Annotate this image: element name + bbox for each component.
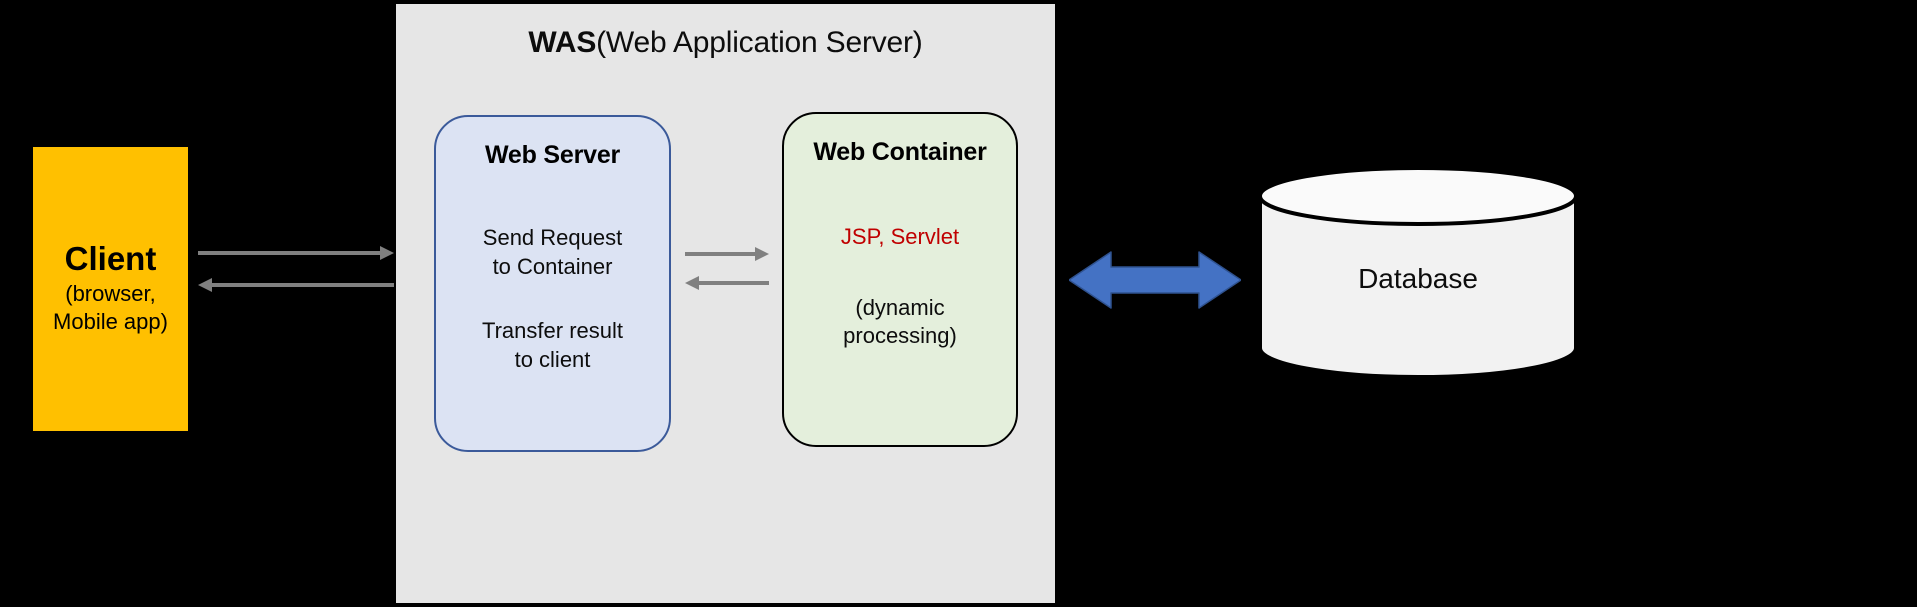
web-server-request-line1: Send Request	[482, 225, 623, 250]
arrow-shaft	[212, 283, 394, 287]
arrow-head-right	[755, 247, 769, 261]
was-title: WAS(Web Application Server)	[396, 26, 1055, 60]
web-container-text-dynamic: (dynamic processing)	[843, 294, 957, 351]
client-subtitle-line2: Mobile app)	[53, 309, 168, 335]
web-server-title: Web Server	[484, 141, 621, 169]
arrow-head-right	[380, 246, 394, 260]
web-server-box[interactable]: Web Server Send Request to Container Tra…	[434, 115, 671, 452]
web-container-tech: JSP, Servlet	[840, 224, 960, 249]
arrow-was-to-database-icon	[1069, 249, 1241, 311]
database-cylinder-icon	[1257, 166, 1579, 378]
web-container-box[interactable]: Web Container JSP, Servlet (dynamic proc…	[782, 112, 1018, 447]
arrow-shaft	[198, 251, 380, 255]
web-server-transfer-line1: Transfer result	[481, 318, 623, 344]
arrow-container-to-web-server-icon	[685, 276, 769, 290]
arrow-shaft	[685, 252, 755, 256]
arrow-head-left	[685, 276, 699, 290]
client-title: Client	[64, 239, 157, 277]
arrow-head-left	[198, 278, 212, 292]
database-label: Database	[1358, 263, 1478, 294]
web-server-text-transfer: Transfer result to client	[482, 317, 623, 374]
arrow-web-server-to-container-icon	[685, 247, 769, 261]
web-container-dynamic-line2: processing)	[843, 323, 957, 349]
web-container-title: Web Container	[813, 138, 987, 166]
client-subtitle-line1: (browser,	[65, 281, 156, 307]
web-container-dynamic-line1: (dynamic	[855, 294, 945, 320]
web-server-request-line2: to Container	[492, 253, 613, 279]
client-subtitle: (browser, Mobile app)	[53, 280, 168, 336]
was-title-bold: WAS	[528, 26, 597, 59]
arrow-shaft	[699, 281, 769, 285]
arrow-client-to-web-server-icon	[198, 246, 394, 260]
was-title-rest: (Web Application Server)	[596, 26, 923, 59]
web-server-transfer-line2: to client	[514, 346, 591, 372]
arrow-web-server-to-client-icon	[198, 278, 394, 292]
client-box[interactable]: Client (browser, Mobile app)	[33, 147, 188, 431]
web-server-text-request: Send Request to Container	[483, 224, 622, 281]
